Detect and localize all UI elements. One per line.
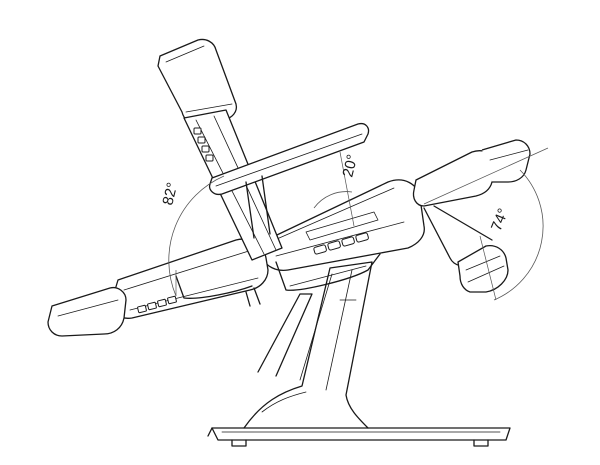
- seat-section: [257, 179, 425, 291]
- base-plate: [207, 427, 511, 447]
- leg-rest: [412, 139, 531, 293]
- support-column: [243, 261, 373, 429]
- seat-angle-label: 20°: [339, 153, 361, 179]
- seat-control-buttons: [313, 232, 369, 255]
- backrest-angle-label: 82°: [159, 181, 181, 207]
- upright-backrest: [157, 38, 370, 261]
- leg-angle-label: 74°: [488, 206, 512, 233]
- upright-side-buttons: [193, 127, 214, 162]
- backrest-vents: [137, 295, 177, 314]
- backrest: [47, 238, 269, 337]
- angle-references: [168, 147, 549, 301]
